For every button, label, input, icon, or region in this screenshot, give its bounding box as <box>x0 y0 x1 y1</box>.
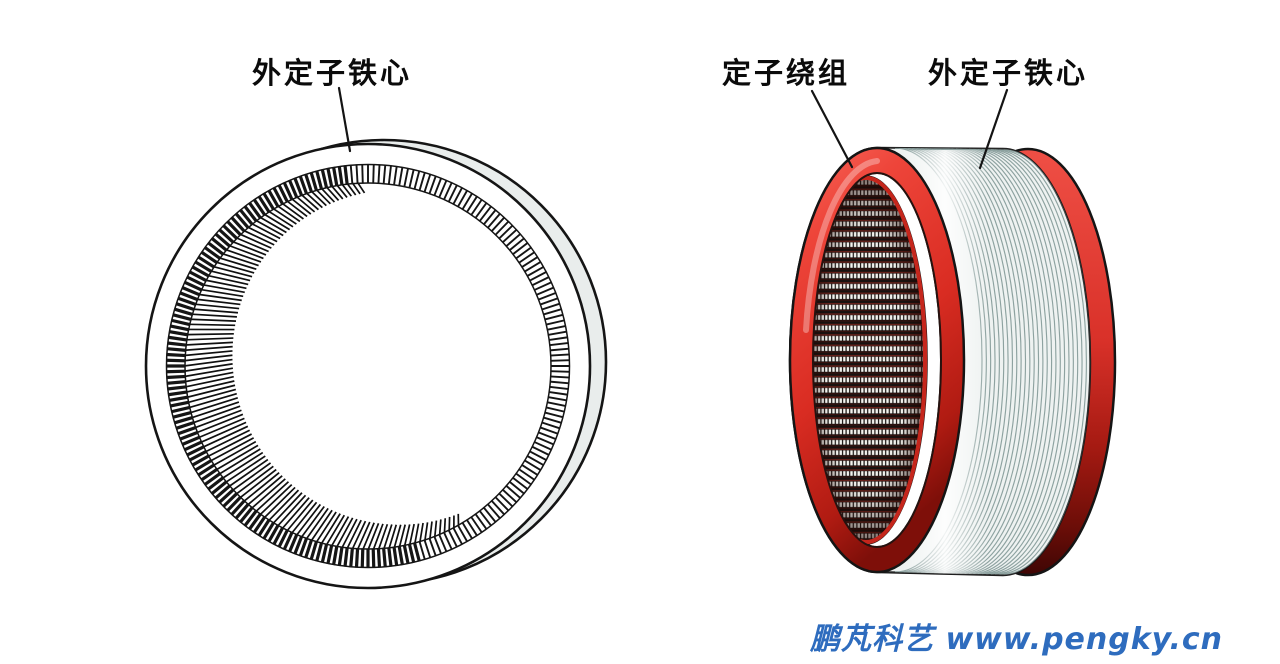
stator-with-winding-figure <box>788 146 1117 577</box>
watermark-text: 鹏芃科艺 www.pengky.cn <box>810 622 1224 657</box>
label-outer-stator-core-left: 外定子铁心 <box>252 56 413 90</box>
leader-line-stator-winding <box>810 89 854 169</box>
outer-stator-core-left-figure <box>144 138 608 590</box>
label-stator-winding: 定子绕组 <box>722 56 851 90</box>
leader-line-left-core <box>337 86 352 153</box>
leader-lines <box>337 86 1009 170</box>
label-outer-stator-core-right: 外定子铁心 <box>928 56 1089 90</box>
leader-line-right-core <box>978 88 1009 170</box>
